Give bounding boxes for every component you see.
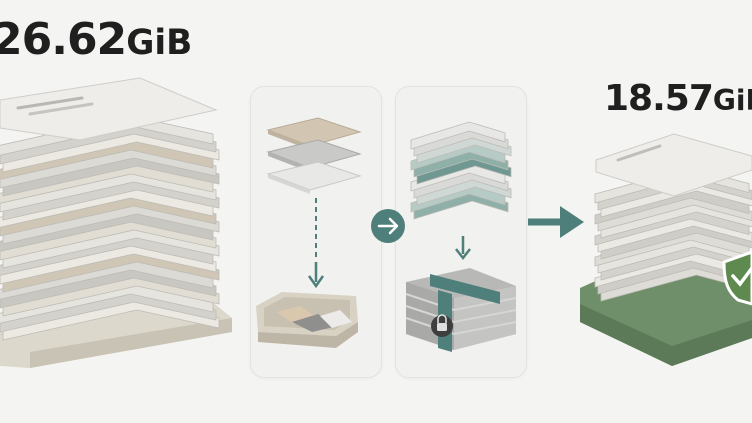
down-arrow-icon: [307, 262, 325, 289]
compression-illustration: [405, 121, 517, 352]
document-sheets: [0, 115, 220, 341]
sorting-illustration: [256, 117, 362, 348]
document-sheets: [594, 167, 752, 302]
locked-bundle-icon: [405, 268, 517, 352]
lock-icon: [431, 314, 453, 337]
compressed-size-unit: GiB: [712, 84, 752, 117]
tray-icon: [256, 292, 358, 348]
original-document-stack: [0, 77, 232, 368]
original-size-unit: GiB: [126, 23, 193, 63]
top-document: [0, 77, 218, 141]
compressed-document-stack: [580, 133, 752, 366]
document-sheet: [410, 121, 506, 150]
arrow-right-icon: [528, 206, 584, 238]
arrow-right-circle-icon: [371, 209, 405, 243]
compressed-size-value: 18.57: [604, 78, 714, 119]
floating-layer-3: [266, 161, 362, 194]
shield-check-icon: [722, 250, 752, 306]
compressed-size-label: 18.57GiB: [604, 78, 752, 119]
compressed-sheet-stack: [410, 121, 512, 220]
original-size-value: 26.62: [0, 14, 127, 65]
original-size-label: 26.62GiB: [0, 14, 192, 65]
top-document: [595, 133, 752, 197]
down-arrow-icon: [455, 236, 471, 261]
